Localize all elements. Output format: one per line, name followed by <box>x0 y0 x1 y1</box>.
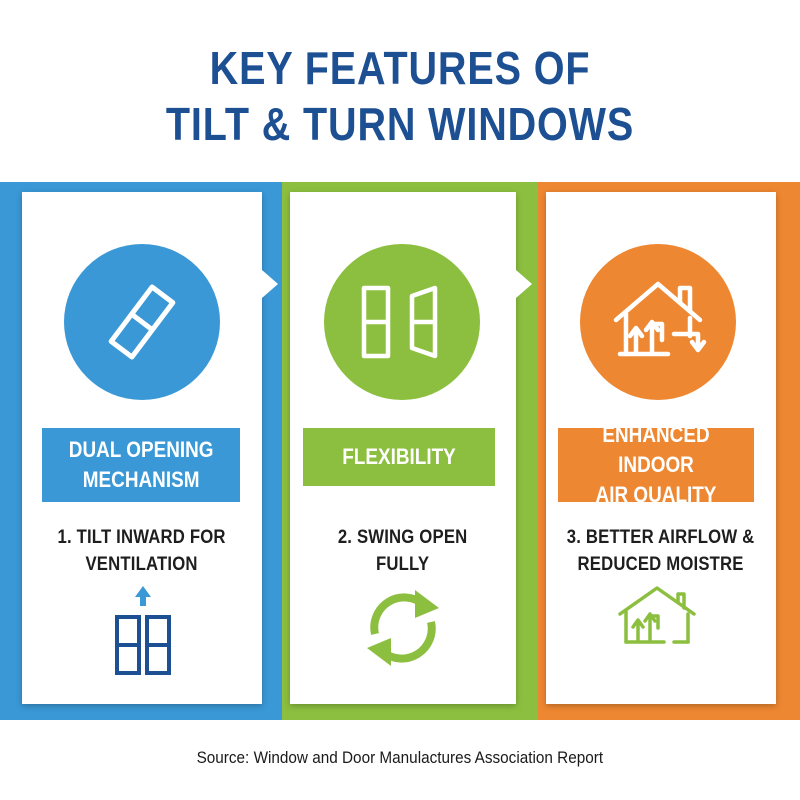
feature-1-description: 1. TILT INWARD FOR VENTILATION <box>30 524 254 584</box>
page-title: KEY FEATURES OF TILT & TURN WINDOWS <box>56 40 744 152</box>
double-window-icon <box>361 285 438 359</box>
feature-2-label: FLEXIBILITY <box>303 428 495 486</box>
source-note: Source: Window and Door Manulactures Ass… <box>0 748 800 768</box>
feature-3-label: ENHANCED INDOOR AIR QUALITY <box>558 422 754 507</box>
title-line-2: TILT & TURN WINDOWS <box>165 98 635 150</box>
feature-2-description: 2. SWING OPEN FULLY <box>290 524 516 584</box>
title-line-1: KEY FEATURES OF <box>209 42 591 94</box>
feature-1-label: DUAL OPENING MECHANISM <box>42 428 240 502</box>
house-airflow-outline-icon <box>618 586 696 644</box>
feature-3-label-text: ENHANCED INDOOR AIR QUALITY <box>595 422 717 507</box>
source-text: Source: Window and Door Manulactures Ass… <box>196 748 604 767</box>
feature-2-description-text: 2. SWING OPEN FULLY <box>338 527 468 575</box>
window-with-up-arrow-icon <box>115 586 171 675</box>
feature-1-description-text: 1. TILT INWARD FOR VENTILATION <box>57 527 227 575</box>
feature-3-description-text: 3. BETTER AIRFLOW & REDUCED MOISTRE <box>567 527 755 575</box>
tilted-window-icon <box>108 284 176 360</box>
feature-3-icon-circle <box>580 244 736 400</box>
card-1-notch <box>262 270 278 298</box>
circular-arrows-icon <box>367 590 439 666</box>
feature-3-description: 3. BETTER AIRFLOW & REDUCED MOISTRE <box>546 524 776 584</box>
feature-2-label-text: FLEXIBILITY <box>342 444 456 469</box>
feature-2-icon-circle <box>324 244 480 400</box>
card-2-notch <box>516 270 532 298</box>
house-airflow-icon <box>613 281 707 357</box>
feature-1-icon-circle <box>64 244 220 400</box>
feature-1-label-text: DUAL OPENING MECHANISM <box>68 437 214 492</box>
